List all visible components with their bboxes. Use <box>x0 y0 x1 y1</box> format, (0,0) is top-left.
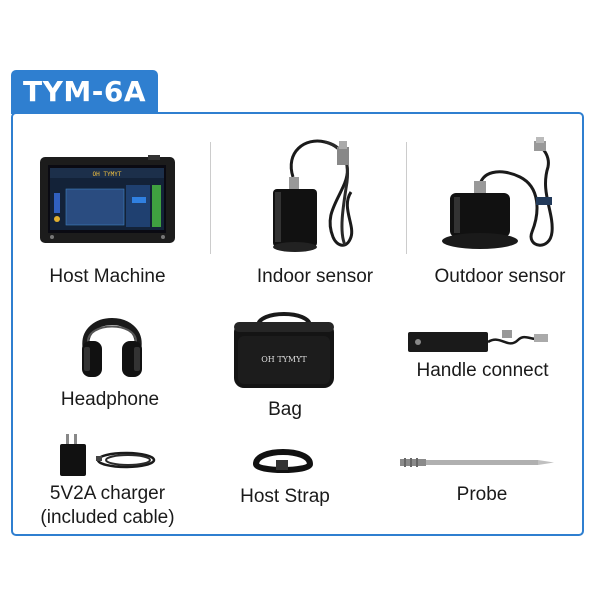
label-charger: 5V2A charger (included cable) <box>40 483 175 528</box>
host-strap-image <box>250 442 316 478</box>
label-handle-connect: Handle connect <box>416 360 549 381</box>
bag-print-brand: OH TYMYT <box>261 355 307 364</box>
probe-image <box>398 454 556 470</box>
label-probe: Probe <box>456 484 508 505</box>
label-indoor-sensor: Indoor sensor <box>256 266 374 287</box>
outdoor-sensor-image <box>440 137 565 257</box>
host-machine-image: OH TYMYT <box>40 155 175 245</box>
label-host-strap: Host Strap <box>240 486 330 507</box>
title-tab: TYM-6A <box>11 70 158 114</box>
label-headphone: Headphone <box>60 389 160 410</box>
host-screen-brand: OH TYMYT <box>93 171 122 178</box>
headphone-image <box>78 303 146 383</box>
model-title: TYM-6A <box>22 75 146 108</box>
divider-1 <box>210 142 211 254</box>
label-bag: Bag <box>268 399 302 420</box>
divider-2 <box>406 142 407 254</box>
label-host-machine: Host Machine <box>49 266 166 287</box>
indoor-sensor-image <box>255 137 365 257</box>
handle-connect-image <box>406 326 556 358</box>
bag-image: OH TYMYT <box>228 308 340 390</box>
charger-image <box>56 430 160 478</box>
label-outdoor-sensor: Outdoor sensor <box>434 266 566 287</box>
